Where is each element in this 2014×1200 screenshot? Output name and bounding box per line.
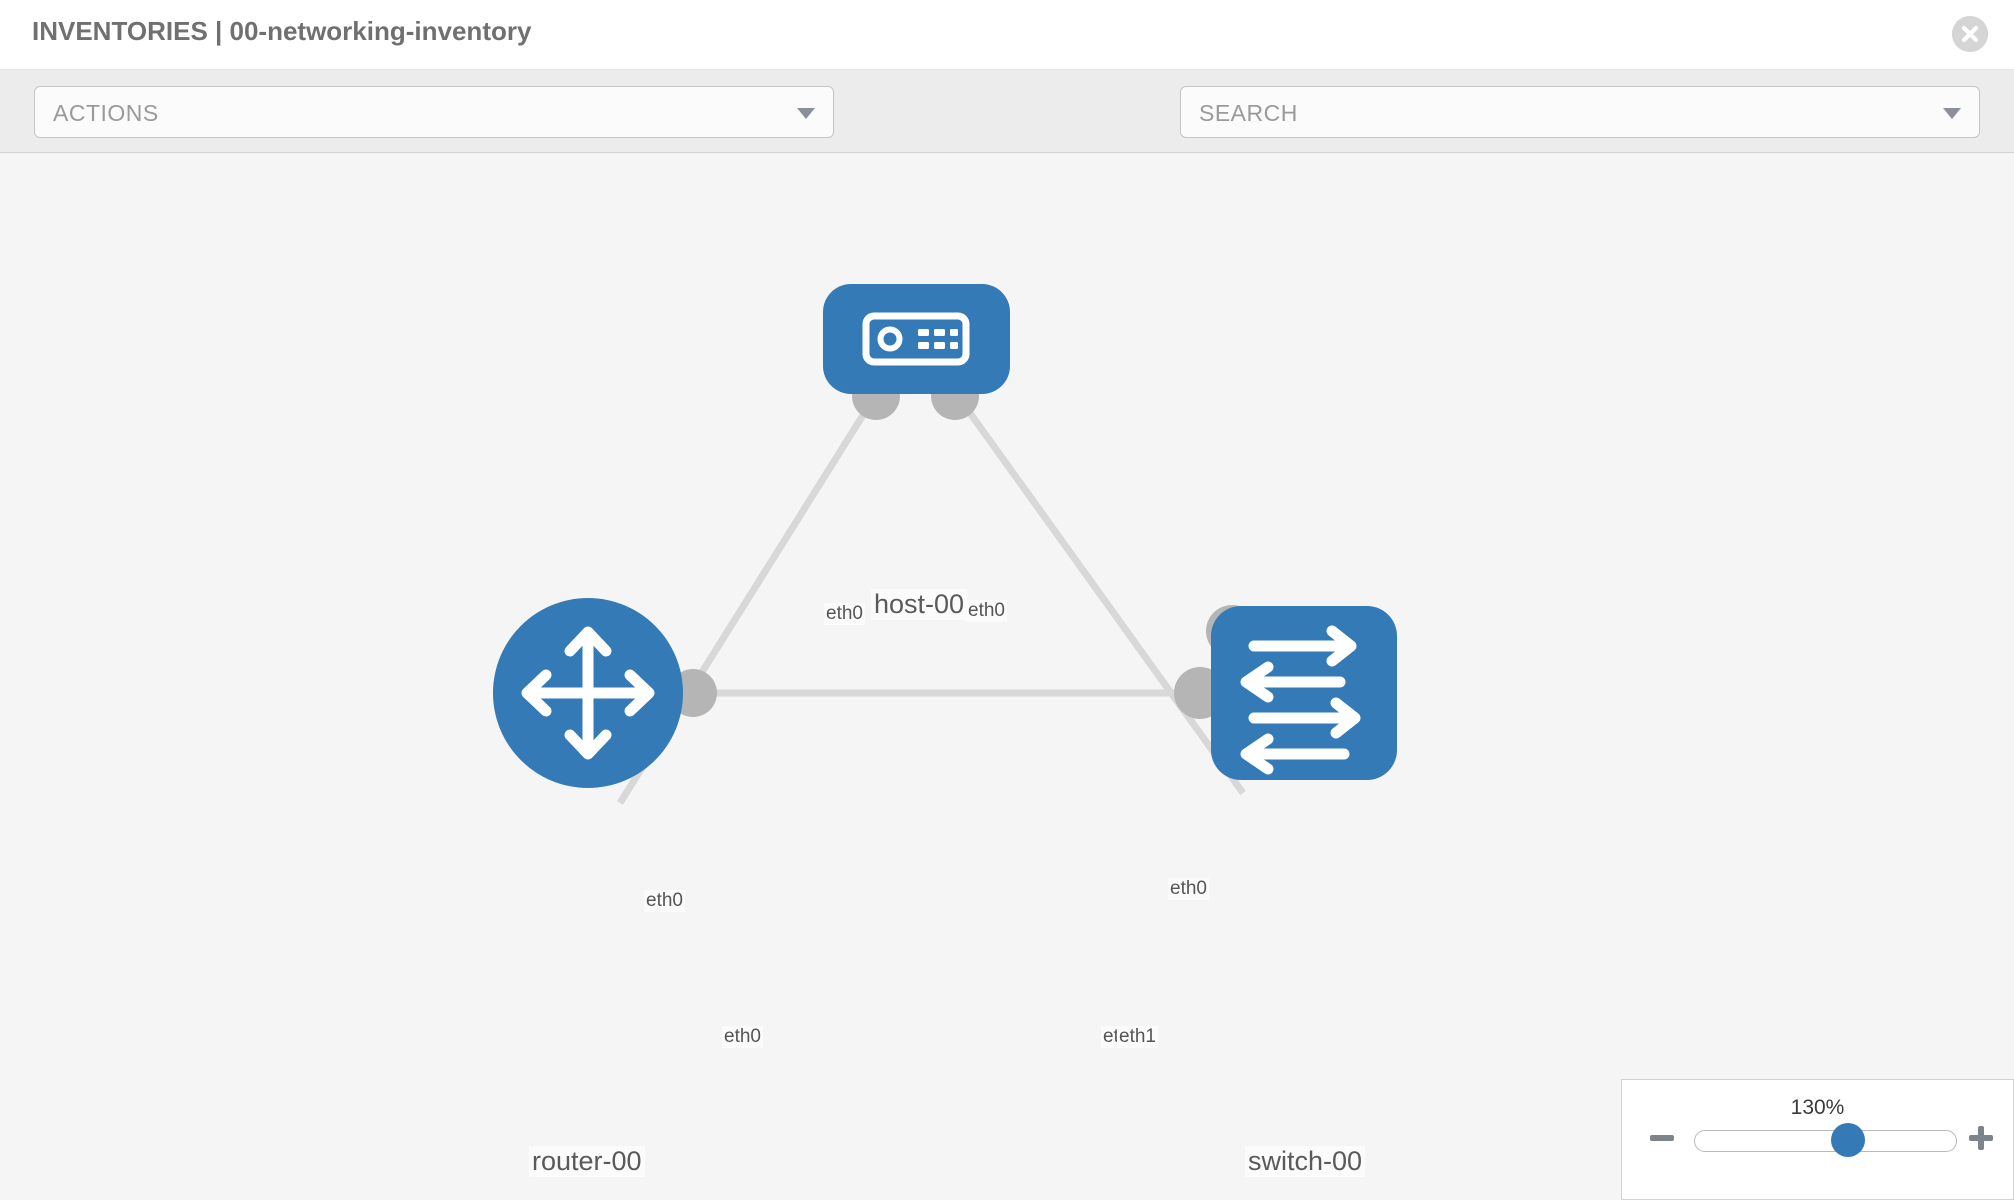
edge-host-switch[interactable]	[949, 385, 1246, 796]
actions-dropdown-label: ACTIONS	[53, 100, 159, 126]
page-title: INVENTORIES | 00-networking-inventory	[32, 16, 532, 46]
zoom-percent-label: 130%	[1790, 1096, 1845, 1119]
topology-graph	[493, 284, 1397, 805]
port-label-router-right: eth0	[722, 1026, 763, 1048]
port-label-host-left: eth0	[824, 603, 865, 625]
switch-icon	[1240, 625, 1361, 775]
port-label-host-right: eth0	[966, 600, 1007, 622]
router-icon	[521, 626, 655, 760]
node-label-switch-00: switch-00	[1245, 1146, 1366, 1178]
server-icon	[862, 312, 970, 366]
toolbar: ACTIONS SEARCH	[0, 70, 2014, 202]
topology-canvas[interactable]: host-00 router-00 switch-00 eth0 eth0 et…	[0, 153, 2014, 1200]
node-label-host-00: host-00	[871, 589, 968, 621]
zoom-slider-track[interactable]	[1694, 1130, 1957, 1152]
zoom-slider-thumb[interactable]	[1831, 1123, 1866, 1157]
minus-icon	[1650, 1135, 1674, 1141]
page-header: INVENTORIES | 00-networking-inventory	[0, 0, 2014, 70]
topology-ports	[669, 372, 1258, 719]
search-input[interactable]: SEARCH	[1180, 86, 1980, 138]
zoom-in-button[interactable]	[1967, 1124, 1995, 1152]
node-label-router-00: router-00	[529, 1146, 645, 1178]
zoom-control-panel: 130%	[1621, 1079, 2014, 1200]
search-placeholder: SEARCH	[1199, 100, 1298, 126]
port-label-router-upper: eth0	[644, 890, 685, 912]
port-label-switch-upper: eth0	[1168, 878, 1209, 900]
node-host-00[interactable]	[823, 284, 1010, 394]
node-switch-00[interactable]	[1211, 606, 1397, 780]
port-label-switch-left: eth1	[1117, 1026, 1158, 1048]
chevron-down-icon	[1943, 108, 1961, 119]
chevron-down-icon	[797, 108, 815, 119]
close-icon	[1952, 16, 1988, 52]
close-button[interactable]	[1952, 16, 1988, 52]
node-router-00[interactable]	[493, 598, 683, 788]
plus-icon	[1969, 1126, 1993, 1150]
actions-dropdown[interactable]: ACTIONS	[34, 86, 834, 138]
zoom-out-button[interactable]	[1648, 1124, 1676, 1152]
